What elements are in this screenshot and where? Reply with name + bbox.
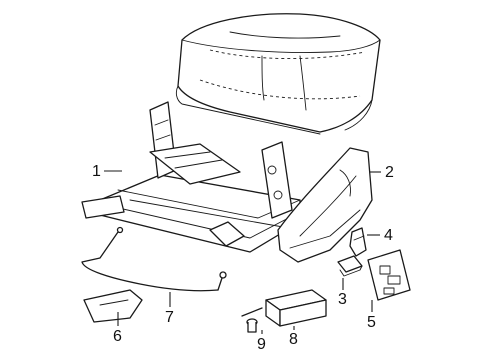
callout-9: 9 — [257, 336, 266, 353]
callout-1: 1 — [92, 163, 101, 180]
callout-2: 2 — [385, 164, 394, 181]
side-trim-panel — [277, 147, 373, 263]
callout-8: 8 — [289, 331, 298, 348]
side-cover — [83, 289, 143, 323]
seat-frame-track — [81, 101, 301, 253]
callout-7: 7 — [165, 309, 174, 326]
wire-harness — [81, 226, 227, 292]
callout-6: 6 — [113, 328, 122, 345]
seat-cushion — [175, 13, 381, 135]
callout-3: 3 — [338, 291, 347, 308]
callout-5: 5 — [367, 314, 376, 331]
switch-knob — [349, 227, 367, 257]
leader-lines — [104, 170, 381, 334]
fastener-pin — [241, 307, 263, 333]
callout-4: 4 — [384, 227, 393, 244]
control-module — [265, 289, 327, 327]
small-switch — [337, 255, 363, 277]
switch-bezel — [367, 249, 411, 301]
